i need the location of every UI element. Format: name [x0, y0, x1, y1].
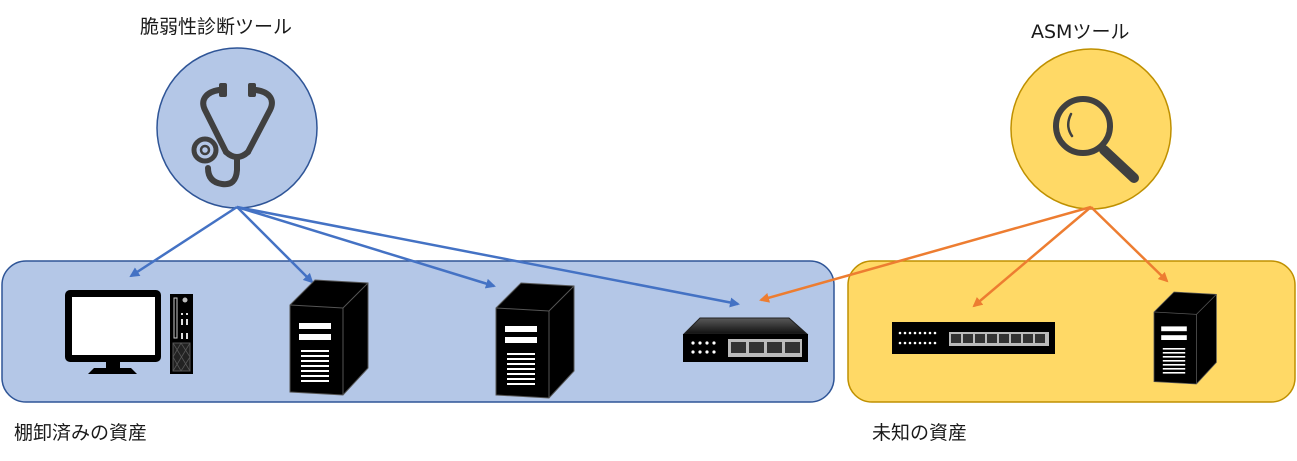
server-icon	[289, 279, 369, 396]
arrow-asm-to-unknown-server	[1090, 206, 1169, 283]
unknown-assets-label: 未知の資産	[872, 422, 968, 444]
arrow-asm-to-inventoried-switch	[759, 205, 1092, 303]
asm-tool-node	[1010, 48, 1172, 210]
arrow-vuln-to-server-2	[236, 205, 496, 289]
stethoscope-icon	[191, 83, 275, 188]
arrow-vuln-to-switch	[236, 205, 740, 308]
network-switch-4port-icon	[682, 317, 809, 362]
vuln-scanner-arrows	[129, 205, 740, 308]
server-icon	[495, 282, 575, 399]
arrow-asm-to-unknown-switch	[972, 206, 1092, 308]
magnifying-glass-icon	[1053, 96, 1139, 183]
vulnerability-scanner-node	[156, 47, 318, 209]
inventoried-assets-label: 棚卸済みの資産	[14, 422, 148, 444]
vulnerability-scanner-label: 脆弱性診断ツール	[140, 16, 293, 38]
desktop-pc-icon	[65, 290, 193, 374]
arrow-vuln-to-desktop	[129, 205, 238, 278]
network-switch-8port-icon	[892, 322, 1055, 354]
inventoried-assets-group	[1, 260, 835, 403]
asm-arrows	[759, 205, 1169, 308]
asm-tool-label: ASMツール	[1031, 21, 1130, 43]
server-icon	[1153, 291, 1217, 385]
arrow-vuln-to-server-1	[236, 206, 314, 284]
